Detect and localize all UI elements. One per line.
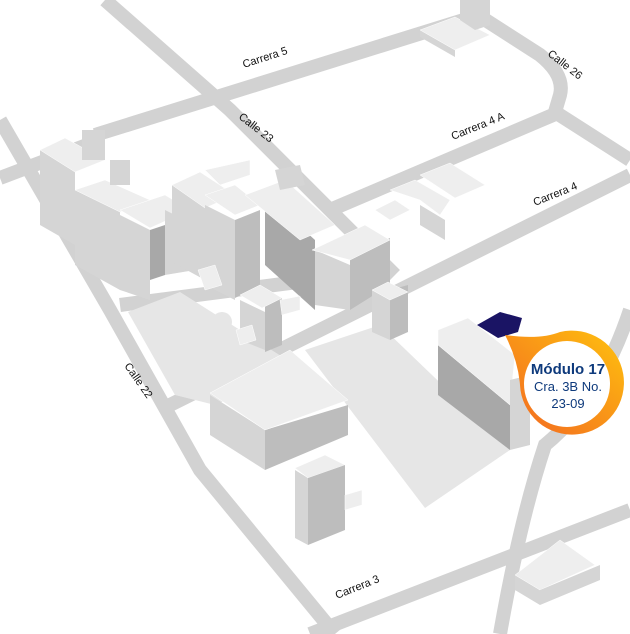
callout-address-line1: Cra. 3B No. [534, 379, 602, 394]
road-calle-26 [466, 4, 630, 166]
road-calle-23 [100, 0, 400, 280]
road-corner [0, 0, 80, 60]
callout-address-line2: 23-09 [551, 396, 584, 411]
modulo-17-building[interactable] [477, 312, 522, 338]
buildings [39, 0, 600, 605]
street-label-carrera-5: Carrera 5 [241, 45, 289, 71]
lot-central [305, 325, 510, 508]
road-carrera-5 [92, 11, 473, 142]
road-carrera-4a [327, 105, 563, 217]
street-label-carrera-3: Carrera 3 [334, 573, 382, 602]
callout-title: Módulo 17 [531, 361, 605, 378]
road-carrera-3 [307, 503, 630, 634]
callout-circle [524, 341, 610, 427]
location-callout[interactable]: Módulo 17 Cra. 3B No. 23-09 [505, 330, 624, 435]
